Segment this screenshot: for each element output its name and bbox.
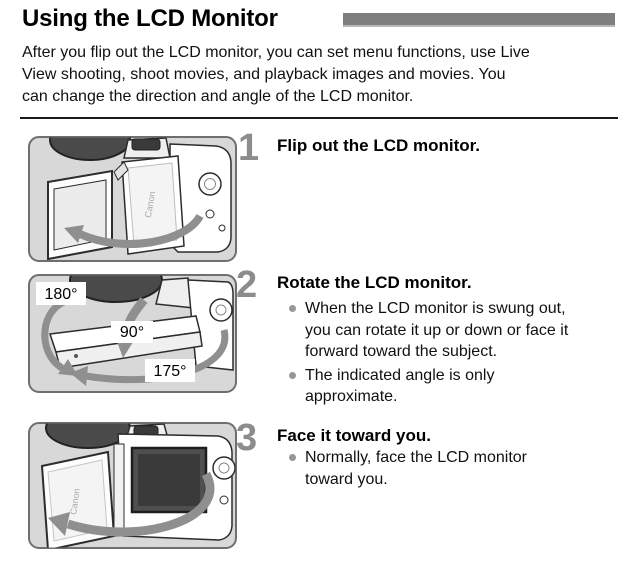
intro-paragraph: After you flip out the LCD monitor, you … bbox=[22, 42, 614, 108]
intro-line: View shooting, shoot movies, and playbac… bbox=[22, 66, 506, 83]
step-2-number: 2 bbox=[236, 264, 258, 306]
rear-cover-inner bbox=[127, 162, 178, 247]
angle-label-90: 90° bbox=[120, 324, 144, 341]
angle-label-180: 180° bbox=[44, 286, 77, 303]
control-dial bbox=[212, 456, 236, 480]
bullet-item: The indicated angle is only approximate. bbox=[288, 365, 568, 408]
step-1-heading: Flip out the LCD monitor. bbox=[277, 136, 481, 155]
step-3-number: 3 bbox=[236, 417, 258, 459]
camera-button bbox=[205, 209, 215, 219]
rotation-arrow-icon bbox=[66, 471, 215, 537]
bullet-line: The indicated angle is only bbox=[305, 366, 495, 384]
step-2-heading: Rotate the LCD monitor. bbox=[277, 273, 472, 292]
viewfinder-hump bbox=[155, 277, 195, 309]
rotation-arrowhead bbox=[64, 225, 84, 243]
intro-line: can change the direction and angle of th… bbox=[22, 88, 414, 105]
face-toward-you-illustration: Canon bbox=[28, 422, 237, 549]
step-2-figure: 180° 90° 175° bbox=[28, 274, 237, 393]
section-divider bbox=[20, 117, 618, 119]
bullet-line: approximate. bbox=[305, 388, 398, 405]
hinge bbox=[113, 161, 129, 181]
control-dial-inner bbox=[204, 178, 216, 190]
bullet-dot-icon bbox=[289, 454, 296, 461]
camera-body bbox=[169, 143, 232, 253]
lcd-detail bbox=[74, 354, 78, 358]
control-dial-inner bbox=[215, 304, 227, 316]
rotate-up-arrowhead bbox=[58, 359, 78, 376]
control-dial-inner bbox=[218, 462, 230, 474]
step-3-bullets: Normally, face the LCD monitor toward yo… bbox=[288, 447, 527, 492]
bullet-line: Normally, face the LCD monitor bbox=[305, 449, 527, 466]
bullet-item: Normally, face the LCD monitor toward yo… bbox=[288, 447, 527, 490]
title-accent-bar bbox=[343, 13, 615, 27]
control-dial bbox=[198, 172, 222, 196]
angle-label-box bbox=[36, 282, 86, 305]
bullet-dot-icon bbox=[289, 305, 296, 312]
step-3-figure: Canon bbox=[28, 422, 237, 549]
bullet-line: forward toward the subject. bbox=[305, 343, 498, 360]
eyepiece bbox=[131, 138, 161, 151]
canon-logo-text: Canon bbox=[143, 191, 157, 219]
bullet-line: you can rotate it up or down or face it bbox=[305, 321, 569, 339]
step-3-heading: Face it toward you. bbox=[277, 426, 431, 445]
bullet-line: toward you. bbox=[305, 470, 388, 488]
rotate-forward-arrowhead bbox=[70, 366, 88, 386]
rotation-arrowhead bbox=[48, 512, 70, 536]
flip-out-lcd-illustration: Canon bbox=[28, 136, 237, 262]
angle-label-box bbox=[111, 321, 153, 343]
step-2-bullets: When the LCD monitor is swung out, you c… bbox=[288, 298, 568, 410]
hinge bbox=[113, 443, 125, 537]
camera-button bbox=[219, 495, 229, 505]
rotate-lcd-illustration: 180° 90° 175° bbox=[28, 274, 237, 393]
bullet-dot-icon bbox=[289, 371, 296, 379]
rotation-arrow-icon bbox=[78, 213, 204, 248]
page-title: Using the LCD Monitor bbox=[22, 5, 278, 32]
angle-label-175: 175° bbox=[153, 363, 186, 380]
angle-label-box bbox=[145, 359, 195, 382]
step-1-figure: Canon bbox=[28, 136, 237, 262]
intro-line: After you flip out the LCD monitor, you … bbox=[22, 44, 530, 61]
lcd-monitor-screen-inner bbox=[138, 454, 200, 506]
camera-button bbox=[218, 224, 226, 232]
bullet-item: When the LCD monitor is swung out, you c… bbox=[288, 298, 568, 363]
bullet-line: When the LCD monitor is swung out, bbox=[305, 300, 566, 317]
step-1-number: 1 bbox=[238, 127, 260, 169]
canon-logo-text: Canon bbox=[68, 488, 82, 516]
control-dial bbox=[209, 298, 233, 322]
